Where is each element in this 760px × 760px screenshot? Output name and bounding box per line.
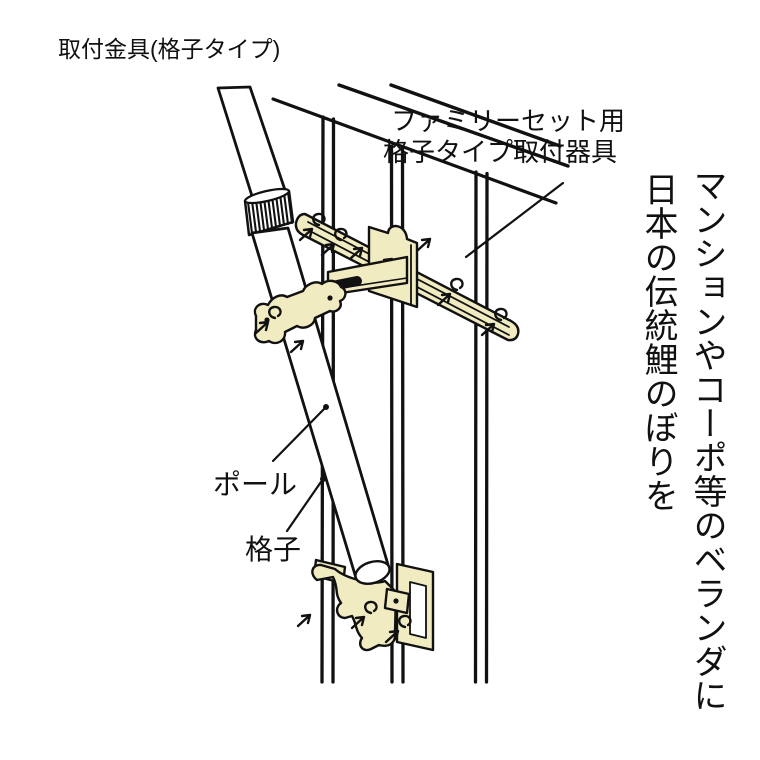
pole-label: ポール [213, 469, 298, 500]
bracket-label-line2: 格子タイプ取付器具 [383, 137, 618, 167]
top-rail [271, 83, 570, 205]
pole-collar [243, 187, 295, 237]
bracket-label: ファミリーセット用 格子タイプ取付器具 [383, 106, 625, 168]
lattice-leader-line [285, 476, 326, 533]
pole-leader-line [271, 404, 329, 463]
bracket-leader-line [464, 181, 565, 259]
pole-end [354, 560, 391, 585]
lower-bracket [296, 558, 435, 652]
pole [216, 85, 391, 580]
lattice-label: 格子 [245, 534, 302, 565]
pole-clamp [253, 279, 347, 354]
vertical-caption-line2: 日本の伝統鯉のぼりを [639, 172, 678, 512]
lattice-bar-3 [473, 170, 489, 684]
vertical-caption-line1: マンションやコーポ等のベランダに [688, 168, 727, 712]
diagram-title: 取付金具(格子タイプ) [58, 36, 281, 62]
bracket-label-line1: ファミリーセット用 [391, 106, 626, 136]
upper-bracket [294, 212, 520, 342]
